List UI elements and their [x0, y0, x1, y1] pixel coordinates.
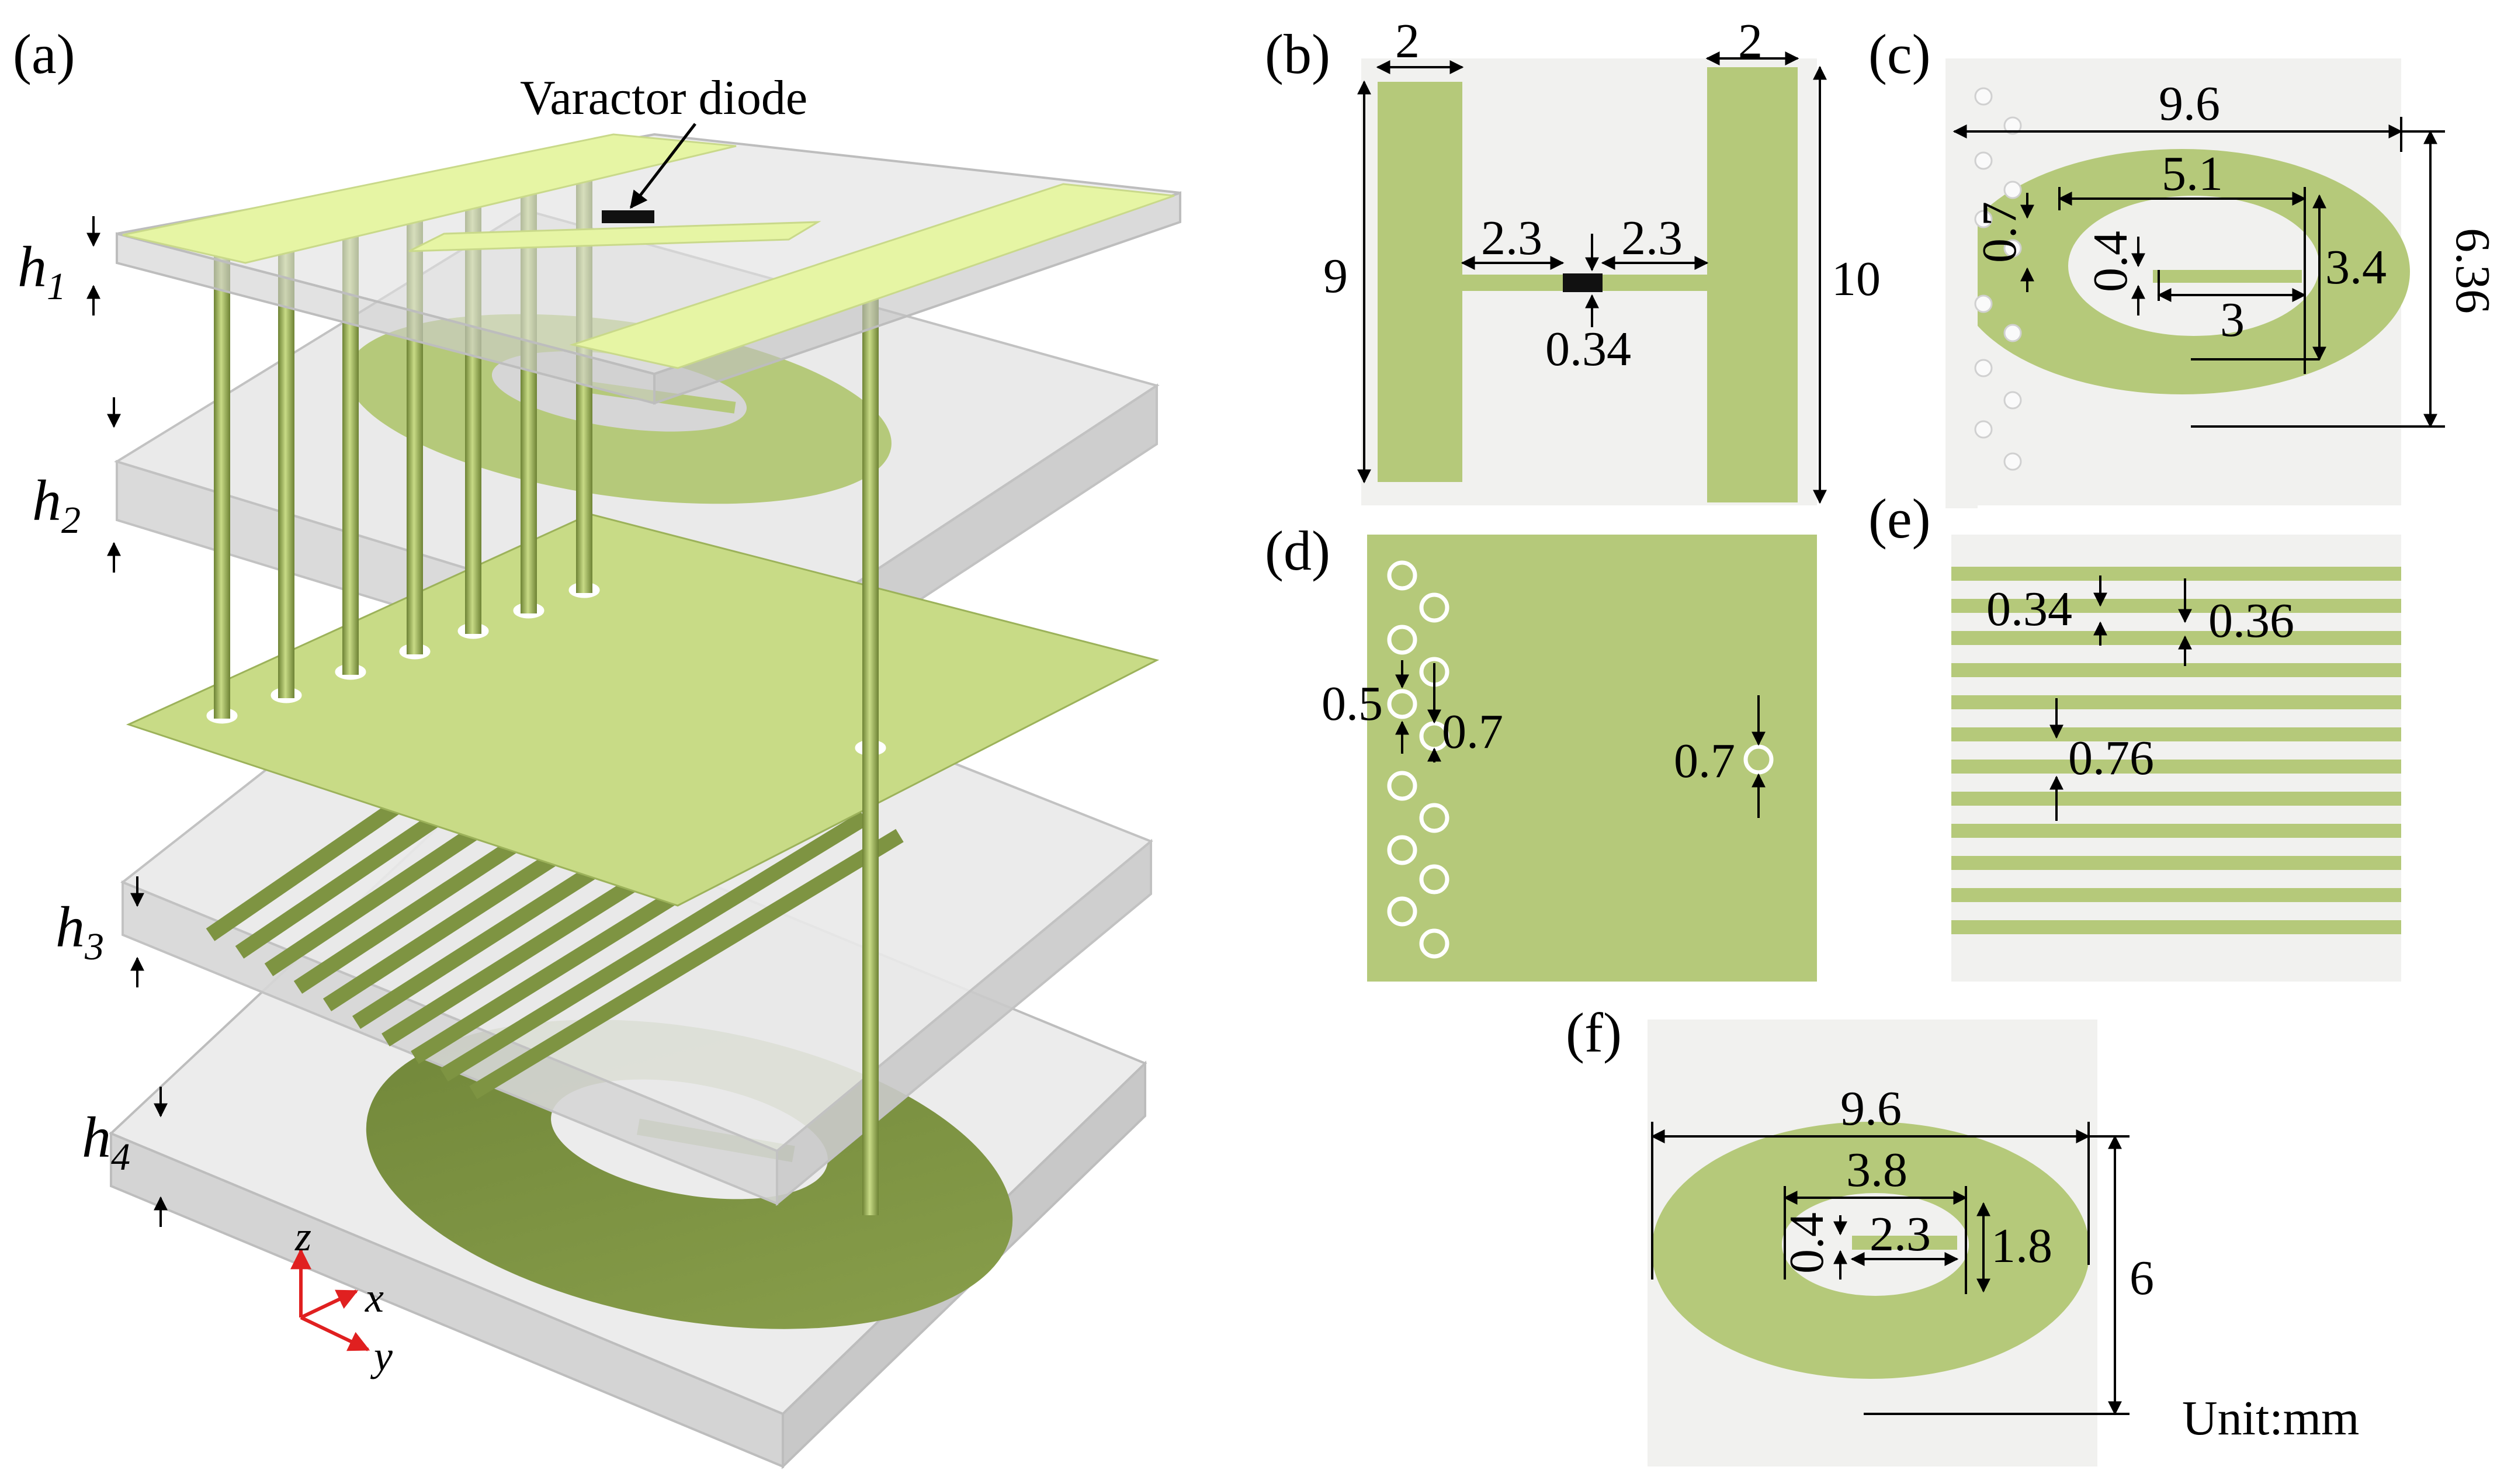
grating-strip — [1951, 792, 2401, 806]
h-shaped-patch — [122, 133, 1175, 369]
dim-c-slot-w: 0.4 — [2083, 231, 2138, 292]
panel-d-ground-plane: (d) 0.5 0.7 0.7 — [1265, 519, 1817, 982]
dim-b-arm-right: 2 — [1738, 14, 1763, 68]
grating-strips-2d — [1951, 567, 2401, 934]
dim-c-slot-len: 3 — [2220, 293, 2245, 347]
panel-f-label: (f) — [1566, 1001, 1622, 1064]
grating-strip — [1951, 599, 2401, 613]
axis-x-label: x — [365, 1274, 384, 1321]
dim-c-inner-h: 3.4 — [2325, 240, 2387, 294]
dim-d-hole-right: 0.7 — [1674, 734, 1735, 788]
dim-b-height-right: 10 — [1832, 252, 1881, 306]
panel-b-label: (b) — [1265, 23, 1330, 85]
grating-strip — [1951, 567, 2401, 581]
dim-b-gap-right: 2.3 — [1621, 211, 1683, 265]
layer-h2-label: h2 — [32, 397, 121, 573]
dim-b-bar: 0.34 — [1545, 322, 1631, 376]
dim-f-slot-len: 2.3 — [1870, 1207, 1931, 1261]
layer-thickness-labels: h1 h2 h3 h4 — [18, 216, 168, 1227]
panel-b-h-patch: (b) 2 2 9 10 2.3 2.3 0.34 — [1265, 14, 1881, 505]
varactor-diode — [602, 210, 654, 223]
panel-c-label: (c) — [1868, 23, 1931, 85]
layer-h1-label: h1 — [18, 216, 100, 315]
panel-e-label: (e) — [1868, 487, 1931, 550]
dim-c-outer-h: 6.36 — [2446, 228, 2500, 314]
grating-strip — [1951, 695, 2401, 709]
dim-f-slot-w: 0.4 — [1780, 1212, 1834, 1274]
grating-strip — [1951, 760, 2401, 774]
coordinate-axes: z x y — [290, 1213, 393, 1379]
grating-strip — [1951, 888, 2401, 902]
dim-f-outer-h: 6 — [2130, 1251, 2154, 1305]
dim-f-outer-w: 9.6 — [1840, 1081, 1902, 1136]
panel-a-label: (a) — [13, 23, 75, 85]
layer-h4-label: h4 — [82, 1087, 168, 1227]
ring-c-slot — [2153, 270, 2302, 283]
unit-label: Unit:mm — [2182, 1391, 2359, 1445]
h-patch-left-arm — [1378, 82, 1462, 482]
panel-c-ring-layer: (c) — [1868, 23, 2500, 508]
dim-b-arm-left: 2 — [1395, 14, 1420, 68]
panel-e-grating: (e) 0.34 0.36 0.76 — [1868, 487, 2401, 982]
dim-c-ring-gap: 0.7 — [1972, 202, 2027, 263]
panel-f-bottom-ring: (f) 9.6 3.8 2.3 0.4 1.8 6 — [1566, 1001, 2154, 1466]
dim-f-inner-w: 3.8 — [1846, 1143, 1908, 1197]
dim-d-hole-left: 0.7 — [1442, 705, 1503, 759]
ground-plane — [126, 513, 1160, 907]
svg-text:h1: h1 — [18, 234, 66, 308]
via-holes-d — [1387, 560, 1774, 959]
substrate-layer-1 — [116, 133, 1181, 405]
dim-e-gap: 0.36 — [2208, 594, 2294, 648]
varactor-diode-2d — [1563, 273, 1603, 292]
panel-d-label: (d) — [1265, 519, 1330, 582]
grating-strip — [1951, 824, 2401, 838]
dim-c-outer-w: 9.6 — [2159, 77, 2220, 131]
ring-f-slot — [1852, 1236, 1957, 1250]
axis-y-label: y — [370, 1333, 393, 1379]
dim-b-height-left: 9 — [1323, 249, 1348, 303]
layer-h3-label: h3 — [56, 876, 144, 987]
grating-strip — [1951, 631, 2401, 645]
dim-f-inner-h: 1.8 — [1991, 1219, 2052, 1273]
dim-e-period: 0.76 — [2068, 731, 2154, 785]
h-patch-right-arm — [1707, 67, 1798, 502]
axis-z-label: z — [294, 1213, 311, 1260]
dim-b-gap-left: 2.3 — [1481, 211, 1542, 265]
svg-text:h3: h3 — [56, 894, 104, 968]
grating-strip — [1951, 727, 2401, 741]
grating-strip — [1951, 856, 2401, 870]
dim-c-inner-w: 5.1 — [2162, 147, 2223, 201]
svg-text:h4: h4 — [82, 1105, 130, 1178]
grating-strip — [1951, 920, 2401, 934]
varactor-diode-callout: Varactor diode — [520, 71, 807, 125]
dim-e-strip-w: 0.34 — [1986, 582, 2072, 636]
panel-a-3d-view: (a) — [13, 23, 1181, 1469]
dim-d-spacing: 0.5 — [1322, 677, 1383, 731]
svg-text:h2: h2 — [32, 468, 81, 542]
grating-strip — [1951, 663, 2401, 677]
